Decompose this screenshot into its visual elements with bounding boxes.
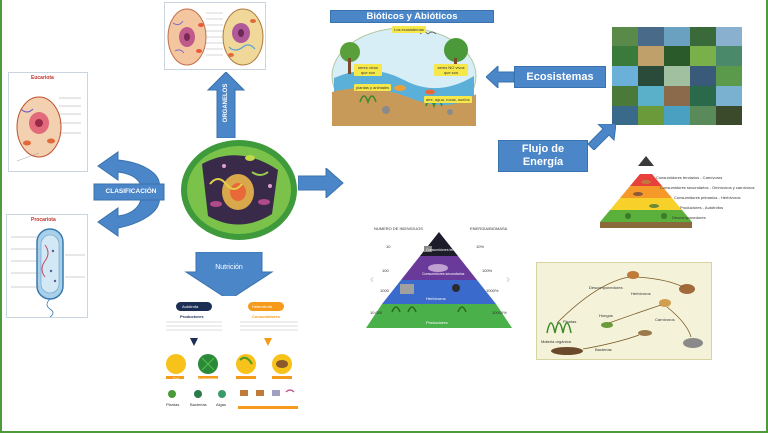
pyramid-right-value-3: 10000% (492, 310, 507, 315)
foodweb-carnivoros: Carnívoros (655, 317, 675, 322)
trophic-primarios: Consumidores primarios - Herbívoros (674, 195, 741, 200)
pyramid-left-header: NUMERO DE INDIVIDUOS (374, 226, 423, 231)
tag-aire: aire, agua, rocas, suelos (424, 96, 472, 103)
trophic-pyramid-image (600, 156, 692, 228)
eukaryote-panel: Eucariota (8, 72, 88, 172)
productores-label: Productores (180, 314, 204, 319)
ecosystem-photo-collage (612, 27, 742, 125)
foodweb-plantas: Plantas (563, 319, 577, 324)
trophic-terciarios: Consumidores terciarios - Carnívoros (656, 175, 723, 180)
nutrition-graphics (166, 321, 298, 409)
prokaryote-cell-image (11, 228, 85, 317)
pyramid-right-value-2: 1000% (486, 288, 499, 293)
flujo-energia-label: Flujo de Energía (498, 140, 588, 172)
photo-grid (612, 27, 742, 125)
pyramid-right-value-0: 10% (476, 244, 485, 249)
food-web-panel: Descomponedores Hongos Bacterias Plantas… (536, 262, 712, 360)
foodweb-descomponedores: Descomponedores (589, 285, 623, 290)
bioticos-title: Bióticos y Abióticos (330, 10, 494, 23)
heterotrofa-badge (248, 302, 284, 311)
pyramid-left-value-1: 100 (382, 268, 389, 273)
energy-pyramid-image (366, 232, 512, 328)
ecosistemas-label: Ecosistemas (514, 66, 606, 88)
nutricion-label: Nutrición (215, 264, 243, 271)
foodweb-materia: Materia orgánica (541, 339, 571, 344)
trophic-descomponedores: Descomponedores (672, 215, 706, 220)
prokaryote-panel: Procariota (6, 214, 88, 318)
food-web-image (546, 271, 703, 355)
pyramid-level-0: Consumidores terciarios (426, 248, 464, 252)
autotrofa-label: Autótrofa (182, 304, 199, 309)
pyramid-next-chevron[interactable]: › (506, 272, 510, 286)
consumidores-label: Consumidores (252, 314, 281, 319)
pyramid-level-1: Consumidores secundarios (422, 272, 465, 276)
foodweb-hongos: Hongos (599, 313, 613, 318)
ecosystem-illustration: Los ecosistemas seres vivos que son sere… (330, 22, 478, 126)
sol-label: Sol (173, 376, 179, 381)
energy-pyramid-panel: NUMERO DE INDIVIDUOS ENERGIA/BIOMASA 10 … (364, 222, 514, 332)
foodweb-bacterias: Bacterias (595, 347, 612, 352)
pyramid-prev-chevron[interactable]: ‹ (370, 272, 374, 286)
pyramid-right-value-1: 100% (482, 268, 493, 273)
algas-label: Algas (216, 402, 227, 407)
bacterias-label: Bacterias (190, 402, 207, 407)
arrow-up-right (588, 124, 616, 150)
fotosintesis-label: Fotosíntesis (198, 376, 220, 381)
plantas-label: Plantas (166, 402, 180, 407)
eukaryote-cell-image (16, 96, 81, 162)
trophic-productores: Productores - Autótrofos (680, 205, 724, 210)
animal-cell-panel (164, 2, 266, 70)
clasificacion-label: CLASIFICACIÓN (105, 188, 157, 195)
autotrofa-badge (176, 302, 212, 311)
arrow-to-ecosystem (486, 66, 514, 88)
eukaryote-title: Eucariota (31, 75, 54, 81)
right-arrow-center (298, 168, 344, 198)
trophic-secundarios: Consumidores secundarios - Omnívoros y c… (660, 185, 755, 190)
tag-seres-no-vivos: seres NO vivos que son (434, 64, 468, 76)
nutricion-arrow (184, 252, 274, 300)
pyramid-right-header: ENERGIA/BIOMASA (470, 226, 508, 231)
tag-plantas: plantas y animales (354, 84, 392, 91)
animal-cell-image (167, 8, 264, 66)
nutrition-panel: Autótrofa Heterótrofa Productores Consum… (160, 296, 306, 416)
heterotrofa-label: Heterótrofa (252, 304, 273, 309)
trophic-pyramid-panel: Consumidores terciarios - Carnívoros Con… (598, 152, 758, 232)
prokaryote-title: Procariota (31, 217, 56, 223)
tag-ecosistemas: Los ecosistemas (392, 26, 426, 33)
pyramid-left-value-3: 10.000 (370, 310, 383, 315)
pyramid-level-2: Herbívoros (426, 296, 446, 301)
pyramid-left-value-0: 10 (386, 244, 391, 249)
clasificacion-arrows (93, 151, 165, 237)
organelos-arrow (206, 72, 246, 138)
pyramid-left-value-2: 1000 (380, 288, 389, 293)
tag-seres-vivos: seres vivos que son (354, 64, 382, 76)
central-cell-image (181, 140, 297, 240)
organelos-label: ORGANELOS (223, 83, 229, 123)
pyramid-level-3: Productores (426, 320, 448, 325)
foodweb-herbivoros: Herbívoros (631, 291, 651, 296)
